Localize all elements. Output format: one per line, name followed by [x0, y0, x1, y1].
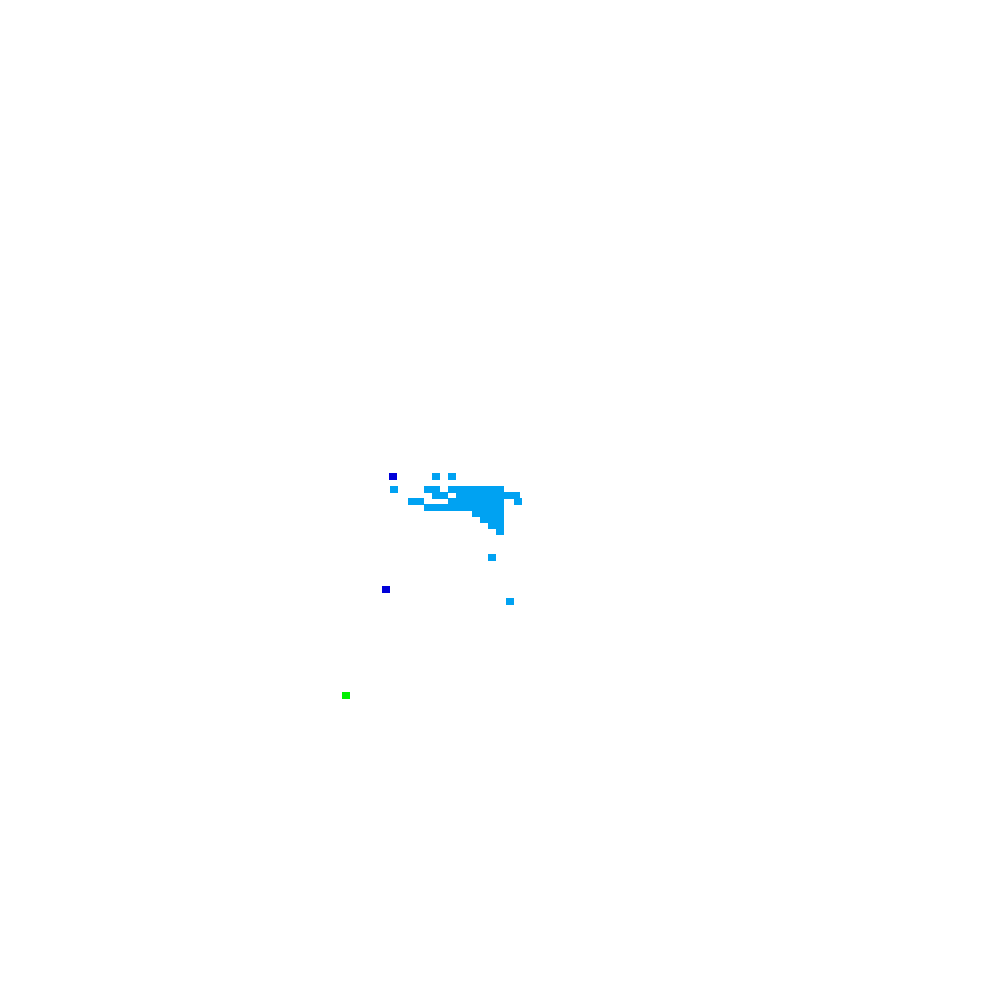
- grid-cell-light-blue: [448, 498, 456, 505]
- grid-cell-light-blue: [488, 486, 496, 493]
- grid-cell-light-blue: [440, 504, 448, 511]
- grid-cell-light-blue: [440, 492, 448, 499]
- grid-cell-light-blue: [472, 492, 480, 499]
- grid-cell-light-blue: [456, 498, 464, 505]
- cells-light-blue: [390, 473, 522, 605]
- grid-cell-light-blue: [464, 486, 472, 493]
- grid-cell-light-blue: [488, 554, 496, 561]
- grid-cell-light-blue: [472, 486, 480, 493]
- grid-cell-light-blue: [514, 498, 522, 505]
- grid-cell-light-blue: [448, 504, 456, 511]
- grid-cell-light-blue: [456, 492, 464, 499]
- grid-cell-light-blue: [424, 486, 432, 493]
- grid-cell-light-blue: [456, 486, 464, 493]
- grid-cell-dark-blue: [382, 586, 390, 593]
- grid-cell-light-blue: [488, 510, 496, 517]
- grid-cell-light-blue: [496, 504, 504, 511]
- grid-cell-light-blue: [488, 504, 496, 511]
- grid-cell-light-blue: [480, 516, 488, 523]
- grid-cell-light-blue: [472, 510, 480, 517]
- grid-cell-light-blue: [424, 504, 432, 511]
- grid-cell-light-blue: [448, 473, 456, 480]
- grid-cell-light-blue: [464, 492, 472, 499]
- grid-cell-light-blue: [496, 510, 504, 517]
- grid-cell-light-blue: [472, 504, 480, 511]
- grid-cell-light-blue: [488, 492, 496, 499]
- grid-cell-green: [342, 692, 350, 699]
- grid-cell-light-blue: [488, 522, 496, 529]
- cells-dark-blue: [382, 473, 397, 593]
- grid-cell-light-blue: [488, 516, 496, 523]
- grid-cell-light-blue: [480, 486, 488, 493]
- grid-cell-light-blue: [496, 522, 504, 529]
- grid-cell-light-blue: [480, 492, 488, 499]
- grid-cell-light-blue: [416, 498, 424, 505]
- grid-cell-light-blue: [496, 516, 504, 523]
- grid-cell-light-blue: [472, 498, 480, 505]
- grid-cell-light-blue: [448, 486, 456, 493]
- grid-cell-light-blue: [432, 473, 440, 480]
- grid-cell-light-blue: [506, 598, 514, 605]
- grid-cell-light-blue: [432, 486, 440, 493]
- grid-cell-light-blue: [464, 504, 472, 511]
- grid-cell-light-blue: [390, 486, 398, 493]
- grid-cell-light-blue: [480, 504, 488, 511]
- grid-cell-light-blue: [480, 498, 488, 505]
- grid-cell-light-blue: [496, 528, 504, 535]
- grid-cell-light-blue: [488, 498, 496, 505]
- grid-cell-light-blue: [496, 486, 504, 493]
- grid-cell-dark-blue: [389, 473, 397, 480]
- grid-cell-light-blue: [432, 492, 440, 499]
- grid-cell-light-blue: [456, 504, 464, 511]
- grid-cell-light-blue: [408, 498, 416, 505]
- grid-cell-light-blue: [496, 492, 504, 499]
- grid-cell-light-blue: [432, 504, 440, 511]
- grid-cell-light-blue: [504, 492, 512, 499]
- grid-cell-light-blue: [480, 510, 488, 517]
- cells-green: [342, 692, 350, 699]
- grid-cell-light-blue: [464, 498, 472, 505]
- grid-cell-light-blue: [512, 492, 520, 499]
- grid-cell-light-blue: [496, 498, 504, 505]
